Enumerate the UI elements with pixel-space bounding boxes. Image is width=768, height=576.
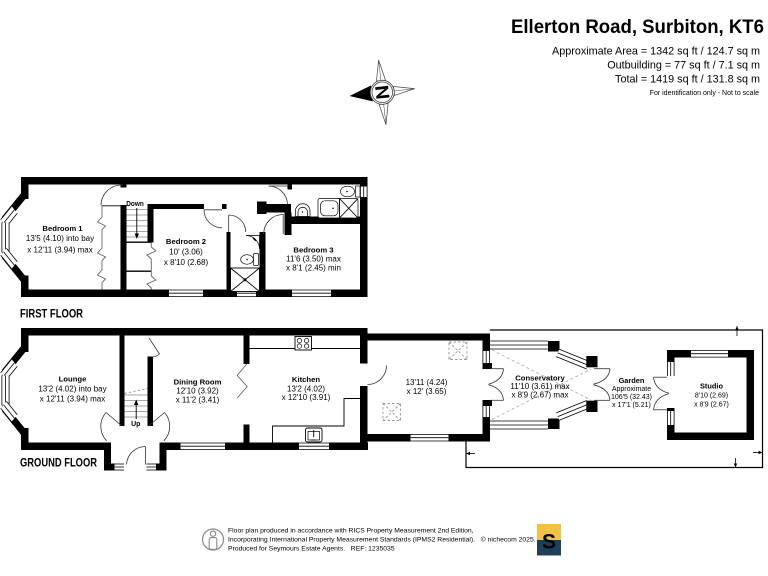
- svg-text:13'2 (4.02) into bay: 13'2 (4.02) into bay: [38, 385, 106, 394]
- svg-text:Conservatory: Conservatory: [515, 374, 565, 383]
- svg-text:13'5 (4.10) into bay: 13'5 (4.10) into bay: [26, 234, 94, 243]
- svg-text:Lounge: Lounge: [59, 375, 87, 384]
- svg-text:x 12'11 (3.94) max: x 12'11 (3.94) max: [40, 395, 105, 404]
- svg-text:Studio: Studio: [700, 382, 723, 391]
- svg-text:Bedroom 3: Bedroom 3: [293, 246, 333, 255]
- svg-text:x 12'10 (3.91): x 12'10 (3.91): [282, 393, 331, 402]
- svg-text:106'5 (32.43): 106'5 (32.43): [611, 394, 652, 401]
- svg-text:13'11 (4.24): 13'11 (4.24): [406, 378, 448, 387]
- svg-text:Up: Up: [131, 421, 140, 428]
- svg-text:Outbuilding = 77 sq ft / 7.1 s: Outbuilding = 77 sq ft / 7.1 sq m: [607, 60, 760, 72]
- svg-text:x 8'10 (2.68): x 8'10 (2.68): [164, 258, 209, 267]
- svg-text:Ellerton Road, Surbiton, KT6: Ellerton Road, Surbiton, KT6: [511, 17, 764, 38]
- svg-text:Total = 1419 sq ft / 131.8 sq: Total = 1419 sq ft / 131.8 sq m: [615, 74, 760, 86]
- svg-text:Approximate Area = 1342 sq ft: Approximate Area = 1342 sq ft / 124.7 sq…: [552, 46, 760, 58]
- svg-text:x 12' (3.65): x 12' (3.65): [407, 387, 447, 396]
- svg-text:Down: Down: [126, 201, 144, 208]
- svg-text:FIRST FLOOR: FIRST FLOOR: [20, 308, 84, 321]
- svg-text:S: S: [542, 531, 556, 554]
- svg-text:x 8'1 (2.45) min: x 8'1 (2.45) min: [286, 264, 341, 273]
- svg-text:10' (3.06): 10' (3.06): [169, 248, 203, 257]
- svg-text:Bedroom 1: Bedroom 1: [42, 224, 83, 233]
- svg-text:x 8'9 (2.67) max: x 8'9 (2.67) max: [511, 391, 568, 400]
- svg-text:GROUND FLOOR: GROUND FLOOR: [20, 457, 98, 470]
- svg-text:12'10 (3.92): 12'10 (3.92): [176, 387, 219, 396]
- svg-text:Kitchen: Kitchen: [292, 375, 320, 384]
- svg-text:x 8'9 (2.67): x 8'9 (2.67): [694, 402, 729, 409]
- svg-text:Produced for Seymours Estate A: Produced for Seymours Estate Agents. REF…: [228, 546, 395, 553]
- svg-text:Dining Room: Dining Room: [174, 378, 222, 387]
- svg-text:8'10 (2.69): 8'10 (2.69): [695, 393, 728, 400]
- svg-text:Bedroom 2: Bedroom 2: [166, 237, 206, 246]
- svg-text:Floor plan produced in accorda: Floor plan produced in accordance with R…: [228, 528, 474, 535]
- svg-text:For identification only - Not: For identification only - Not to scale: [650, 90, 759, 97]
- svg-text:11'10 (3.61) max: 11'10 (3.61) max: [510, 382, 569, 391]
- svg-text:Approximate: Approximate: [612, 386, 651, 393]
- svg-text:Incorporating International Pr: Incorporating International Property Mea…: [228, 536, 536, 544]
- svg-text:x 11'2 (3.41): x 11'2 (3.41): [176, 396, 220, 405]
- svg-text:x 17'1 (5.21): x 17'1 (5.21): [612, 402, 651, 409]
- svg-text:13'2 (4.02): 13'2 (4.02): [287, 385, 325, 394]
- svg-text:11'6 (3.50) max: 11'6 (3.50) max: [286, 255, 341, 264]
- svg-text:x 12'11 (3.94) max: x 12'11 (3.94) max: [27, 246, 92, 255]
- svg-text:Garden: Garden: [619, 376, 645, 385]
